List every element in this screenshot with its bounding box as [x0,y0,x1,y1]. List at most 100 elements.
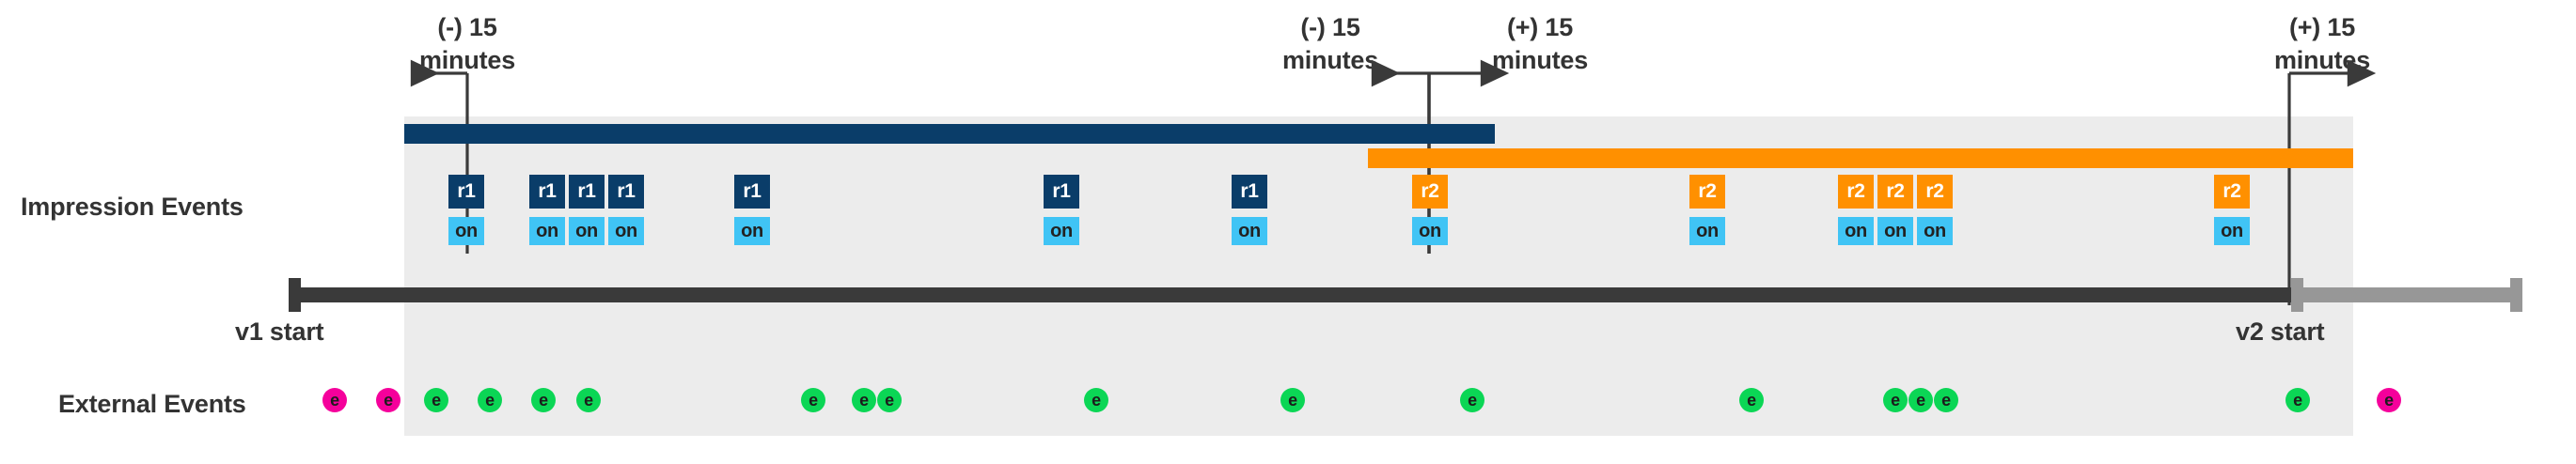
impression-group[interactable]: r1 on [448,175,484,245]
external-event-dot[interactable]: e [376,388,401,412]
impression-chip[interactable]: r2 on [1838,175,1874,245]
timeline-segment-future [2298,287,2510,302]
impression-state-tag: on [448,217,484,245]
impression-chip[interactable]: r1 on [1232,175,1267,245]
impression-chip[interactable]: r1 on [734,175,770,245]
impression-state-tag: on [1689,217,1725,245]
external-event-group[interactable]: e [801,388,825,412]
external-event-group[interactable]: e [1084,388,1108,412]
external-event-dot[interactable]: e [531,388,556,412]
impression-group[interactable]: r1 on [1232,175,1267,245]
impression-state-tag: on [1044,217,1079,245]
external-event-group[interactable]: e [2285,388,2310,412]
impression-state-tag: on [1412,217,1448,245]
impression-release-tag: r2 [1412,175,1448,209]
annotation-caption-plus-15-right: (+) 15 minutes [2274,11,2370,77]
impression-chip[interactable]: r2 on [2214,175,2250,245]
impression-release-tag: r1 [608,175,644,209]
impression-group[interactable]: r2 on [2214,175,2250,245]
impression-chip[interactable]: r1 on [569,175,605,245]
impression-release-tag: r2 [2214,175,2250,209]
external-event-dot[interactable]: e [322,388,347,412]
impression-events-row-label: Impression Events [21,193,243,221]
impression-chip[interactable]: r1 on [608,175,644,245]
v1-start-label: v1 start [235,317,324,346]
impression-release-tag: r1 [448,175,484,209]
external-event-dot[interactable]: e [801,388,825,412]
impression-chip[interactable]: r1 on [1044,175,1079,245]
impression-group[interactable]: r2 on [1689,175,1725,245]
impression-chip[interactable]: r2 on [1877,175,1913,245]
attribution-window-band [404,116,2353,436]
external-event-group[interactable]: e [1280,388,1305,412]
external-event-group[interactable]: e [531,388,556,412]
annotation-line-2: minutes [2273,46,2371,75]
impression-state-tag: on [1232,217,1267,245]
impression-chip[interactable]: r1 on [529,175,565,245]
external-event-dot[interactable]: e [2285,388,2310,412]
annotation-caption-plus-15-mid: (+) 15 minutes [1492,11,1588,77]
annotation-line-1: (-) 15 [437,13,497,41]
external-event-dot[interactable]: e [852,388,876,412]
impression-group[interactable]: r2 on r2 on r2 on [1838,175,1953,245]
impression-group[interactable]: r2 on [1412,175,1448,245]
impression-group[interactable]: r1 on [734,175,770,245]
external-event-group[interactable]: e e [852,388,902,412]
impression-release-tag: r2 [1917,175,1953,209]
external-event-dot[interactable]: e [1883,388,1908,412]
impression-state-tag: on [608,217,644,245]
external-events-row-label: External Events [58,390,246,418]
external-event-group[interactable]: e [2377,388,2401,412]
external-event-dot[interactable]: e [1934,388,1958,412]
external-event-group[interactable]: e [1739,388,1764,412]
impression-chip[interactable]: r2 on [1917,175,1953,245]
external-event-group[interactable]: e [1460,388,1484,412]
external-event-group[interactable]: e [424,388,448,412]
external-event-dot[interactable]: e [2377,388,2401,412]
impression-chip[interactable]: r2 on [1689,175,1725,245]
external-event-dot[interactable]: e [424,388,448,412]
impression-chip[interactable]: r1 on [448,175,484,245]
impression-state-tag: on [529,217,565,245]
impression-release-tag: r1 [569,175,605,209]
timeline-segment-active [289,287,2298,302]
impression-group[interactable]: r1 on [1044,175,1079,245]
release-bar-v1 [404,124,1495,144]
external-event-group[interactable]: e [478,388,502,412]
impression-release-tag: r2 [1689,175,1725,209]
timeline-cap-end [2510,278,2522,312]
v2-start-label: v2 start [2236,317,2325,346]
impression-state-tag: on [2214,217,2250,245]
annotation-line-1: (+) 15 [2288,13,2356,41]
impression-release-tag: r1 [1044,175,1079,209]
external-event-group[interactable]: e [576,388,601,412]
impression-release-tag: r2 [1877,175,1913,209]
external-event-dot[interactable]: e [1460,388,1484,412]
annotation-caption-minus-15-left: (-) 15 minutes [419,11,515,77]
external-event-dot[interactable]: e [1908,388,1933,412]
impression-release-tag: r1 [529,175,565,209]
external-event-dot[interactable]: e [576,388,601,412]
impression-state-tag: on [569,217,605,245]
annotation-line-2: minutes [1281,46,1379,75]
external-event-group[interactable]: e e e [1883,388,1958,412]
impression-state-tag: on [1917,217,1953,245]
impression-release-tag: r1 [734,175,770,209]
annotation-caption-minus-15-mid: (-) 15 minutes [1282,11,1378,77]
external-event-dot[interactable]: e [1280,388,1305,412]
impression-release-tag: r1 [1232,175,1267,209]
external-event-dot[interactable]: e [1084,388,1108,412]
external-event-group[interactable]: e [322,388,347,412]
annotation-line-2: minutes [418,46,516,75]
external-event-dot[interactable]: e [478,388,502,412]
release-bar-v2 [1368,148,2353,168]
external-event-dot[interactable]: e [1739,388,1764,412]
impression-chip[interactable]: r2 on [1412,175,1448,245]
impression-release-tag: r2 [1838,175,1874,209]
external-event-dot[interactable]: e [877,388,902,412]
timeline-cap-v2-start [2291,278,2303,312]
impression-state-tag: on [734,217,770,245]
impression-group[interactable]: r1 on r1 on r1 on [529,175,644,245]
external-event-group[interactable]: e [376,388,401,412]
